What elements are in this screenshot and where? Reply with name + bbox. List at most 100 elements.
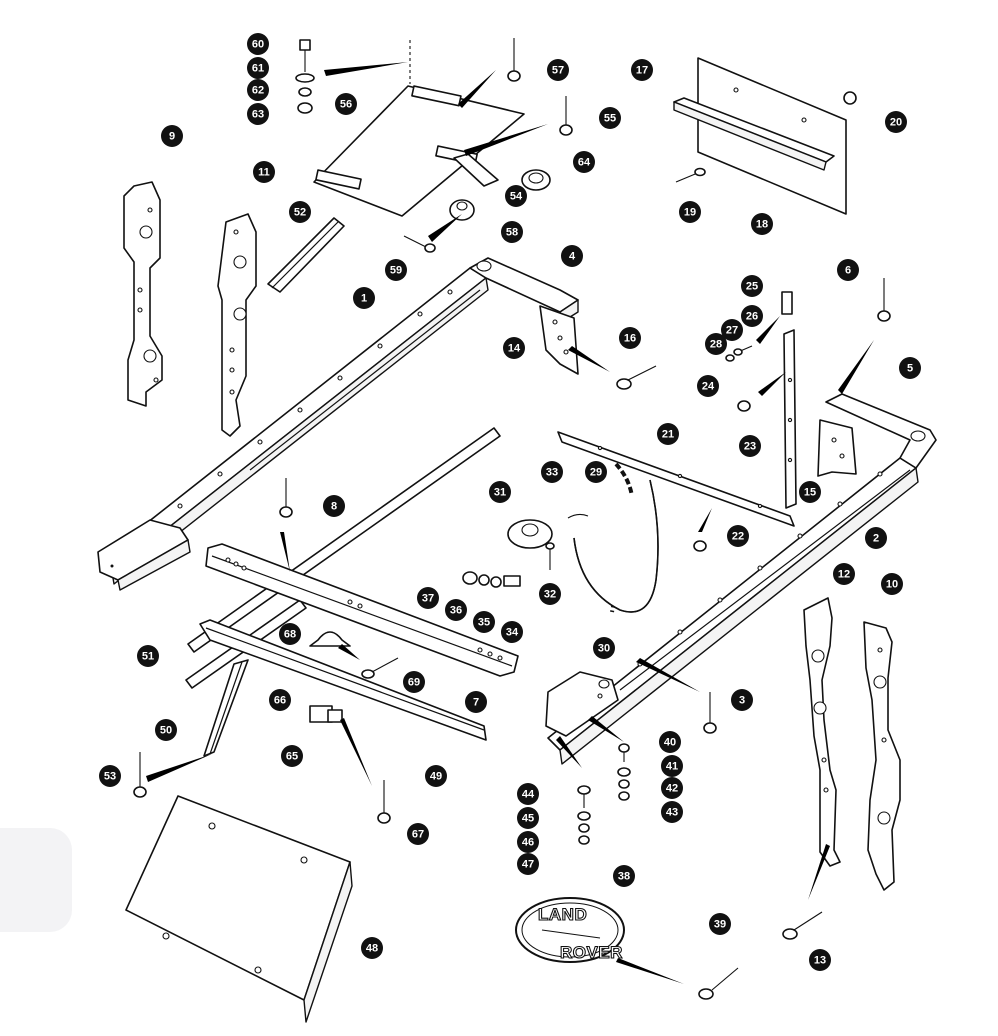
frame-end-right [545,671,619,737]
callout-circle [593,637,615,659]
callout-circle [809,949,831,971]
callout-circle [721,319,743,341]
callout-circle [739,435,761,457]
callout-circle [137,645,159,667]
side-bracket-9 [123,181,163,407]
gusset-14 [539,305,579,375]
bolt-60-stack [295,39,315,114]
callout-29: 29 [585,461,607,483]
fasteners-40-43 [617,743,631,801]
callout-40: 40 [659,731,681,753]
callout-number: 35 [478,617,490,629]
callout-62: 62 [247,79,269,101]
callout-27: 27 [721,319,743,341]
callout-number: 15 [804,487,816,499]
callout-18: 18 [751,213,773,235]
callout-21: 21 [657,423,679,445]
callout-number: 6 [845,265,851,277]
callout-number: 37 [422,593,434,605]
fasteners-44-47 [577,785,591,845]
callout-58: 58 [501,221,523,243]
callout-number: 60 [252,39,264,51]
callout-circle [619,327,641,349]
callout-65: 65 [281,745,303,767]
callout-number: 13 [814,955,826,967]
callout-6: 6 [837,259,859,281]
callout-51: 51 [137,645,159,667]
callout-layer: 1234567891011121314151617181920212223242… [99,33,921,971]
badge-line-2: ROVER [560,943,623,962]
rivet-8 [279,478,293,518]
rivet-53 [133,752,147,798]
land-rover-badge: LAND ROVER [515,897,625,963]
fitting-31 [507,519,553,549]
callout-circle [503,337,525,359]
callout-38: 38 [613,865,635,887]
callout-circle [505,185,527,207]
callout-circle [353,287,375,309]
callout-number: 56 [340,99,352,111]
clip-33 [567,513,589,519]
callout-number: 57 [552,65,564,77]
callout-circle [657,423,679,445]
callout-circle [741,305,763,327]
callout-number: 36 [450,605,462,617]
long-rail-inner [187,427,501,653]
callout-number: 44 [522,789,535,801]
callout-2: 2 [865,527,887,549]
callout-number: 26 [746,311,758,323]
callout-number: 9 [169,131,175,143]
callout-26: 26 [741,305,763,327]
callout-circle [697,375,719,397]
side-tab-shadow [0,828,72,932]
rivet-39 [698,967,739,1000]
callout-circle [613,865,635,887]
callout-17: 17 [631,59,653,81]
callout-number: 27 [726,325,738,337]
callout-53: 53 [99,765,121,787]
callout-number: 1 [361,293,367,305]
callout-43: 43 [661,801,683,823]
callout-number: 31 [494,487,506,499]
callout-number: 62 [252,85,264,97]
callout-9: 9 [161,125,183,147]
callout-44: 44 [517,783,539,805]
callout-number: 20 [890,117,902,129]
callout-11: 11 [253,161,275,183]
callout-number: 7 [473,697,479,709]
callout-number: 30 [598,643,610,655]
callout-number: 65 [286,751,298,763]
callout-63: 63 [247,103,269,125]
floor-plate-56 [313,85,525,217]
strip-23 [783,329,797,509]
callout-number: 18 [756,219,768,231]
nut-20 [843,91,857,105]
callout-number: 54 [510,191,523,203]
sleeve-30 [573,479,659,613]
screw-19 [675,167,706,183]
callout-circle [705,333,727,355]
callout-49: 49 [425,765,447,787]
callout-61: 61 [247,57,269,79]
callout-number: 17 [636,65,648,77]
callout-35: 35 [473,611,495,633]
callout-60: 60 [247,33,269,55]
callout-number: 40 [664,737,676,749]
callout-circle [661,777,683,799]
callout-22: 22 [727,525,749,547]
callout-circle [741,275,763,297]
callout-circle [247,79,269,101]
bolt-32 [545,542,555,570]
crossmember-7 [205,543,519,677]
bracket-54 [453,153,499,187]
callout-number: 59 [390,265,402,277]
callout-circle [99,765,121,787]
callout-circle [417,587,439,609]
callout-number: 28 [710,339,722,351]
callout-circle [161,125,183,147]
callout-circle [385,259,407,281]
side-bracket-11 [217,213,257,437]
callout-number: 29 [590,467,602,479]
callout-12: 12 [833,563,855,585]
